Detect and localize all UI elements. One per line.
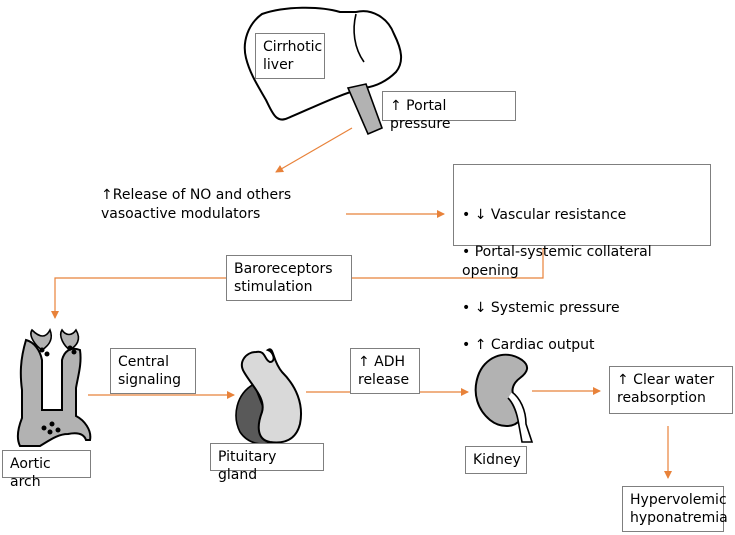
effect-item: ↓ Systemic pressure — [462, 299, 702, 318]
clear-water-label: ↑ Clear water reabsorption — [609, 366, 733, 414]
kidney-icon — [474, 353, 534, 443]
aortic-arch-icon — [16, 328, 92, 447]
portal-pressure-label: ↑ Portal pressure — [382, 91, 516, 132]
adh-release-label: ↑ ADH release — [350, 348, 420, 394]
liver-label: Cirrhotic liver — [255, 33, 325, 79]
effects-box: ↓ Vascular resistance Portal-systemic co… — [453, 164, 711, 353]
effect-item: ↓ Vascular resistance — [462, 206, 702, 225]
effect-item: Portal-systemic collateral opening — [462, 243, 702, 281]
central-signaling-label: Central signaling — [110, 348, 196, 394]
effect-item: ↑ Cardiac output — [462, 336, 702, 355]
effects-list: ↓ Vascular resistance Portal-systemic co… — [462, 188, 702, 373]
arrow-baroreceptors-to-aortic — [51, 277, 226, 319]
release-no-label: ↑Release of NO and others vasoactive mod… — [101, 187, 292, 222]
aortic-arch-label: Aortic arch — [2, 450, 91, 490]
kidney-label: Kidney — [465, 446, 527, 474]
arrow-portal-to-release — [275, 127, 353, 173]
hyponatremia-label: Hypervolemic hyponatremia — [622, 486, 728, 532]
baroreceptors-label: Baroreceptors stimulation — [226, 255, 352, 301]
pituitary-gland-label: Pituitary gland — [210, 443, 324, 483]
pituitary-gland-icon — [235, 348, 302, 445]
